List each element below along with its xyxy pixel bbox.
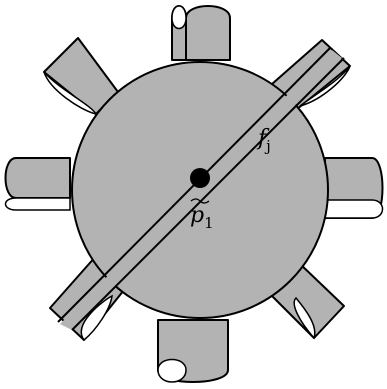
center-point	[190, 168, 210, 188]
band-right	[325, 158, 383, 218]
band-bottom	[158, 320, 228, 382]
band-top	[172, 6, 230, 60]
band-left	[6, 158, 71, 210]
